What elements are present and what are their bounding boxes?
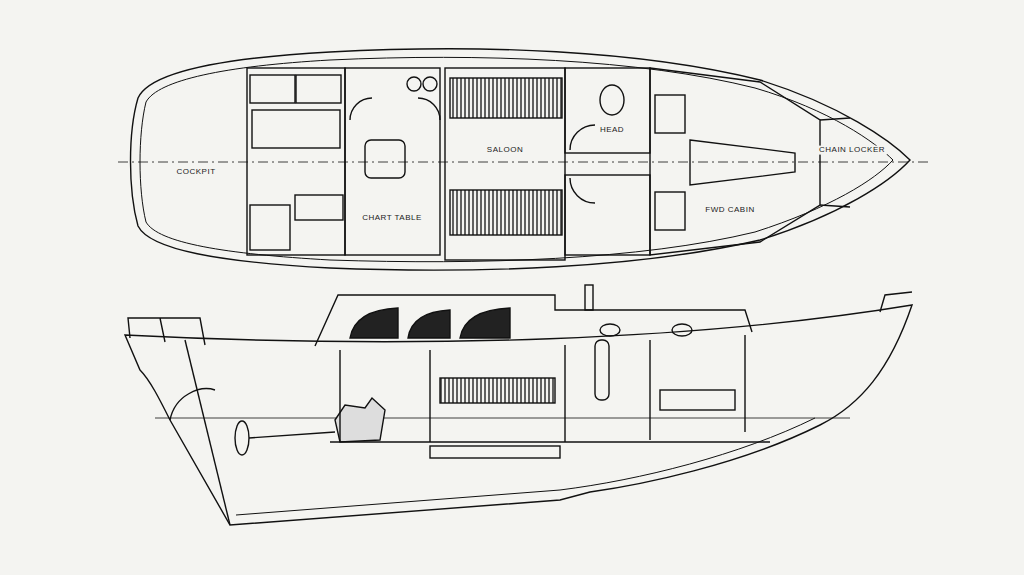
window <box>350 308 398 338</box>
cabin-sole <box>330 441 770 442</box>
galley <box>345 68 440 255</box>
hull-outline <box>131 49 911 270</box>
stove-burner <box>407 77 421 91</box>
hull-profile <box>125 305 912 525</box>
room-label: CHART TABLE <box>360 214 424 223</box>
porthole <box>672 324 692 336</box>
sink <box>365 140 405 178</box>
prop-shaft <box>249 432 335 438</box>
water-tank <box>430 446 560 458</box>
room-label: FWD CABIN <box>703 206 756 215</box>
hanging-locker <box>655 95 685 133</box>
toilet <box>600 85 624 115</box>
propeller <box>235 421 249 455</box>
center-line <box>118 162 928 163</box>
cabin-trunk <box>315 295 752 346</box>
bulkhead <box>820 205 850 207</box>
bathtub <box>595 340 609 400</box>
hanging-locker <box>655 192 685 230</box>
bow-pulpit <box>880 292 912 312</box>
mast-step <box>585 285 593 310</box>
rudder-post <box>185 340 230 525</box>
window <box>460 308 510 338</box>
locker <box>296 75 341 103</box>
plan-view <box>118 49 928 270</box>
waterline <box>155 418 850 419</box>
saloon <box>445 68 565 260</box>
settee <box>450 190 562 235</box>
stern-pulpit <box>128 318 205 345</box>
room-label: SALOON <box>485 146 525 155</box>
aft-cabin <box>247 68 345 255</box>
room-label: CHAIN LOCKER <box>817 146 887 155</box>
locker <box>565 175 650 255</box>
settee <box>450 78 562 118</box>
room-label: HEAD <box>598 126 626 135</box>
room-label: COCKPIT <box>174 168 217 177</box>
quarter-berth <box>252 110 340 148</box>
keel-line <box>236 418 815 515</box>
locker <box>295 195 343 220</box>
deck-line <box>140 57 893 261</box>
locker <box>250 75 295 103</box>
door-swing <box>570 125 595 203</box>
forward-cabin <box>650 68 820 255</box>
stove-burner <box>423 77 437 91</box>
bulkheads <box>340 335 745 442</box>
v-berth <box>690 140 795 185</box>
locker <box>660 390 735 410</box>
profile-view <box>125 285 912 525</box>
settee <box>440 378 555 403</box>
bulkhead <box>820 118 850 120</box>
locker <box>250 205 290 250</box>
head-compartment <box>565 68 650 153</box>
porthole <box>600 324 620 336</box>
engine <box>335 398 385 442</box>
skeg <box>170 389 215 420</box>
window <box>408 310 450 338</box>
door-swing <box>350 98 440 120</box>
